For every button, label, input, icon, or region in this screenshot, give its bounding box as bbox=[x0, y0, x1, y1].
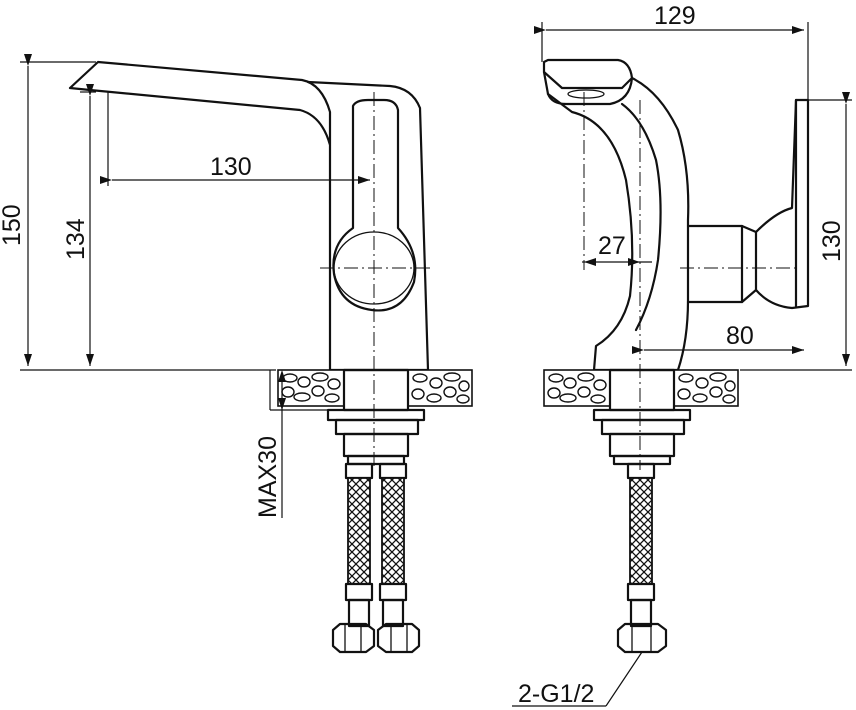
front-countertop bbox=[277, 369, 473, 407]
front-supply-hoses bbox=[331, 462, 421, 654]
side-dimensions bbox=[512, 22, 852, 707]
label-dim-134: 134 bbox=[62, 218, 90, 260]
front-dimensions bbox=[20, 54, 370, 518]
front-view bbox=[68, 60, 473, 654]
label-dim-130-height: 130 bbox=[818, 220, 846, 262]
front-faucet-body bbox=[68, 60, 332, 372]
side-faucet-body bbox=[546, 92, 634, 372]
label-dim-130-reach: 130 bbox=[210, 153, 252, 181]
label-dim-150: 150 bbox=[0, 204, 26, 246]
side-handle bbox=[686, 98, 810, 310]
label-dim-129: 129 bbox=[654, 2, 696, 30]
label-max-thickness: MAX30 bbox=[254, 436, 282, 518]
side-mounting-hardware bbox=[592, 368, 692, 466]
label-thread-spec: 2-G1/2 bbox=[518, 680, 594, 708]
side-supply-hose bbox=[616, 462, 668, 654]
side-spout-head bbox=[542, 58, 634, 90]
side-view bbox=[542, 58, 810, 654]
label-dim-80: 80 bbox=[726, 322, 754, 350]
front-mounting-hardware bbox=[326, 368, 426, 466]
side-countertop bbox=[543, 369, 739, 407]
label-dim-27: 27 bbox=[598, 232, 626, 260]
